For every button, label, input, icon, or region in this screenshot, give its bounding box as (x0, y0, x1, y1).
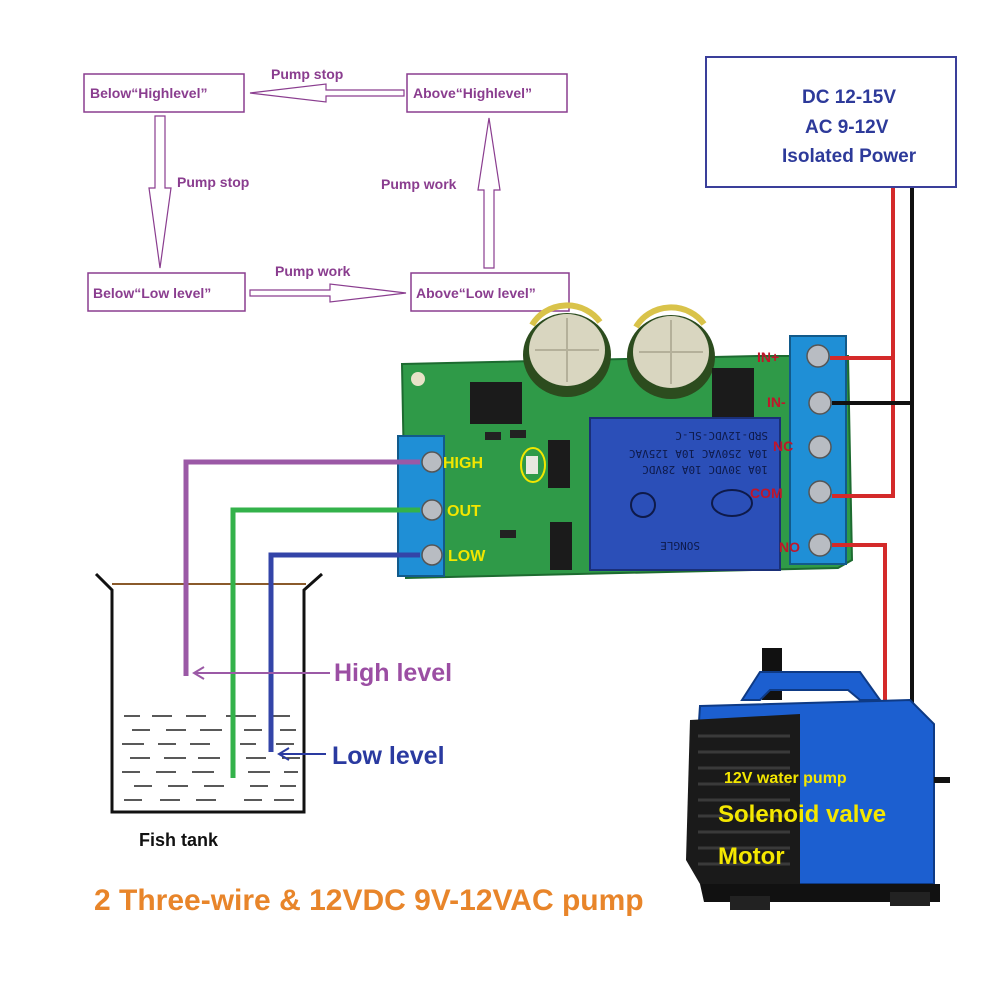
screw-no (808, 533, 832, 557)
relay-brand: SONGLE (660, 539, 700, 552)
state-below-low-label: Below“Low level” (93, 285, 211, 301)
pump-line-3: Motor (718, 843, 785, 870)
pump-handle (740, 671, 882, 701)
power-line-2: AC 9-12V (805, 117, 889, 138)
flow-label-pump-work-right: Pump work (381, 176, 457, 192)
terminal-label-no: NO (779, 539, 800, 555)
capacitor-1 (523, 302, 611, 397)
label-high-level: High level (334, 659, 452, 687)
state-above-high-label: Above“Highlevel” (413, 85, 532, 101)
transistor (548, 440, 570, 488)
state-box-below-low (87, 272, 246, 312)
regulator-chip (712, 368, 754, 420)
pump-line-1: 12V water pump (724, 770, 847, 787)
pump-foot (890, 892, 930, 906)
resistor (500, 530, 516, 538)
state-below-high-label: Below“Highlevel” (90, 85, 207, 101)
screw-low (421, 544, 443, 566)
screw-in-minus (808, 391, 832, 415)
ic-chip (470, 382, 522, 424)
state-box-above-high (406, 73, 568, 113)
relay-cqc-mark (711, 489, 753, 517)
state-above-low-label: Above“Low level” (416, 285, 536, 301)
flow-label-pump-stop-left: Pump stop (177, 174, 249, 190)
screw-in-plus (806, 344, 830, 368)
tank-name: Fish tank (139, 830, 219, 850)
arrow-pump-stop-top (249, 83, 405, 103)
terminal-label-com: COM (750, 485, 783, 501)
flow-label-pump-work-bottom: Pump work (275, 263, 351, 279)
water (122, 715, 300, 801)
power-line-1: DC 12-15V (802, 87, 896, 108)
wire-low-probe (268, 552, 420, 752)
screw-nc (808, 435, 832, 459)
relay (589, 417, 781, 571)
terminal-label-nc: NC (773, 438, 793, 454)
label-low-level: Low level (332, 742, 445, 770)
terminal-label-in-minus: IN- (767, 394, 786, 410)
pump-line-2: Solenoid valve (718, 801, 886, 828)
screw-com (808, 480, 832, 504)
diagram-caption: 2 Three-wire & 12VDC 9V-12VAC pump (94, 884, 644, 917)
resistor (510, 430, 526, 438)
wire-power-red (832, 188, 895, 498)
water-pump: 12V water pump Solenoid valve Motor (686, 648, 950, 910)
led-highlight (520, 447, 546, 483)
capacitor-2 (627, 304, 715, 399)
power-box (705, 56, 957, 188)
wire-no-red (832, 543, 887, 705)
arrow-pump-stop-left (148, 115, 172, 269)
state-box-below-high (83, 73, 245, 113)
tank-outline (94, 572, 323, 814)
wire-high-probe (183, 459, 420, 676)
relay-rating-1: 10A 250VAC 10A 125VAC (629, 447, 768, 460)
mount-hole (411, 372, 425, 386)
terminal-label-out: OUT (447, 503, 481, 520)
arrow-pump-work-bottom (249, 283, 407, 303)
relay-model: SRD-12VDC-SL-C (675, 429, 768, 442)
resistor (485, 432, 501, 440)
state-box-above-low (410, 272, 570, 312)
relay-board: SRD-12VDC-SL-C 10A 250VAC 10A 125VAC 10A… (397, 302, 854, 580)
pointer-high-level (192, 666, 330, 680)
arrow-pump-work-right (477, 117, 501, 269)
relay-ul-mark (630, 492, 656, 518)
wire-out-probe (230, 507, 420, 778)
state-diagram: Below“Highlevel” Above“Highlevel” Below“… (83, 66, 570, 312)
fish-tank: Fish tank (94, 572, 323, 850)
terminal-label-high: HIGH (443, 455, 483, 472)
pump-foot (730, 896, 770, 910)
diode (550, 522, 572, 570)
relay-rating-2: 10A 30VDC 10A 28VDC (642, 463, 768, 476)
power-line-3: Isolated Power (782, 146, 917, 167)
pump-grille-slots (698, 734, 790, 866)
power-supply: DC 12-15V AC 9-12V Isolated Power (705, 56, 957, 188)
screw-high (421, 451, 443, 473)
screw-out (421, 499, 443, 521)
terminal-label-in-plus: IN+ (757, 349, 779, 365)
led (526, 456, 538, 474)
flow-label-pump-stop-top: Pump stop (271, 66, 343, 82)
terminal-label-low: LOW (448, 548, 486, 565)
pointer-low-level (277, 747, 326, 761)
